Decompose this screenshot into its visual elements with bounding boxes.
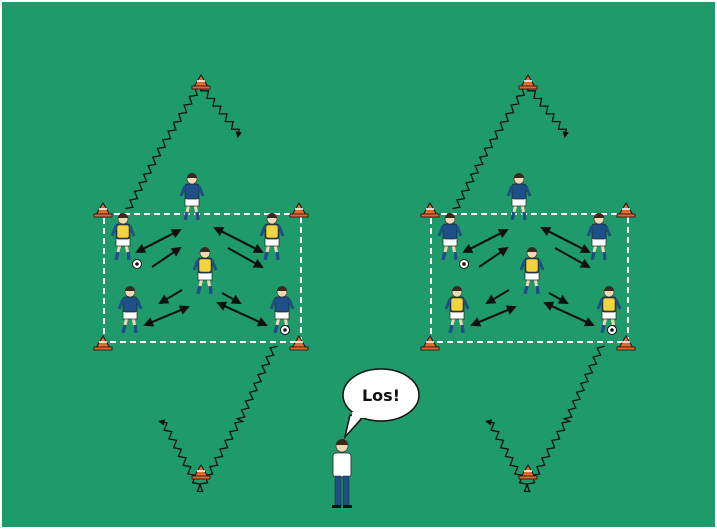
run-path-bottom bbox=[158, 345, 278, 493]
pass-arrow bbox=[158, 289, 183, 305]
pass-arrow bbox=[548, 292, 569, 304]
pass-arrow bbox=[462, 229, 508, 253]
cone-icon bbox=[289, 202, 309, 218]
player-bottom-left bbox=[117, 286, 143, 334]
player-center bbox=[192, 247, 218, 295]
ball-icon bbox=[607, 325, 617, 335]
pass-arrow bbox=[227, 247, 264, 268]
ball-icon bbox=[280, 325, 290, 335]
pass-arrow bbox=[143, 306, 189, 327]
right-drill bbox=[420, 74, 636, 493]
player-top-left bbox=[110, 213, 136, 261]
run-path-top bbox=[125, 82, 242, 210]
cone-icon bbox=[93, 335, 113, 351]
cone-icon bbox=[420, 335, 440, 351]
cone-icon bbox=[518, 74, 538, 90]
player-bottom-left bbox=[444, 286, 470, 334]
run-path-bottom bbox=[485, 345, 605, 493]
cone-icon bbox=[616, 335, 636, 351]
ball-icon bbox=[132, 259, 142, 269]
player-top-left bbox=[437, 213, 463, 261]
pass-arrow bbox=[478, 246, 509, 268]
pass-arrow bbox=[554, 247, 591, 268]
pass-arrow bbox=[213, 227, 263, 253]
pass-arrow bbox=[485, 289, 510, 305]
player-top-right bbox=[259, 213, 285, 261]
cone-icon bbox=[289, 335, 309, 351]
drill-box bbox=[430, 213, 629, 343]
player-top-center bbox=[179, 173, 205, 221]
player-bottom-right bbox=[596, 286, 622, 334]
coach-icon bbox=[332, 439, 352, 508]
player-center bbox=[519, 247, 545, 295]
ball-icon bbox=[459, 259, 469, 269]
drill-box bbox=[103, 213, 302, 343]
pass-arrow bbox=[216, 301, 267, 326]
pass-arrow bbox=[221, 292, 242, 304]
cone-icon bbox=[518, 464, 538, 480]
pass-arrow bbox=[151, 246, 182, 268]
cone-icon bbox=[616, 202, 636, 218]
pass-arrow bbox=[540, 227, 590, 253]
pass-arrow bbox=[135, 229, 181, 253]
pass-arrow bbox=[470, 306, 516, 327]
cone-icon bbox=[191, 74, 211, 90]
cone-icon bbox=[93, 202, 113, 218]
player-top-right bbox=[586, 213, 612, 261]
player-top-center bbox=[506, 173, 532, 221]
speech-bubble-text: Los! bbox=[362, 386, 400, 405]
cone-icon bbox=[191, 464, 211, 480]
speech-bubble: Los! bbox=[342, 368, 420, 440]
left-drill bbox=[93, 74, 309, 493]
cone-icon bbox=[420, 202, 440, 218]
pass-arrow bbox=[543, 301, 594, 326]
run-path-top bbox=[452, 82, 569, 210]
speech-bubble-body bbox=[342, 368, 420, 422]
